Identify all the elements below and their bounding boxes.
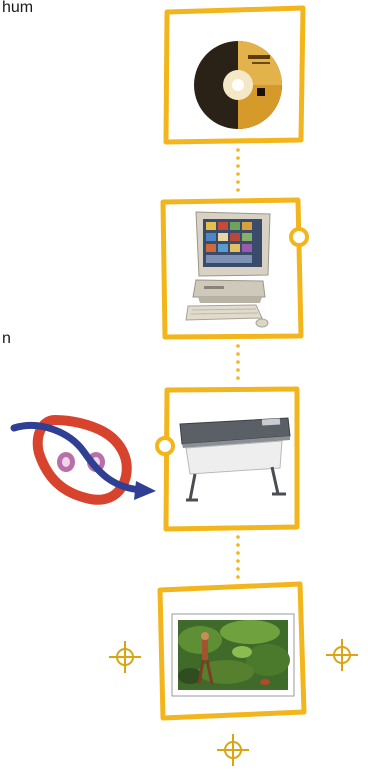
wide-format-printer-icon <box>180 418 290 500</box>
connector-3 <box>236 535 240 579</box>
registration-mark-icon <box>326 639 358 671</box>
color-swirl-logo-icon <box>14 420 156 500</box>
cd-disc-icon <box>194 41 282 129</box>
computer-monitor-icon <box>186 212 270 327</box>
connector-1 <box>236 148 240 192</box>
photo-print-icon <box>172 614 294 696</box>
registration-mark-icon <box>109 641 141 673</box>
registration-mark-icon <box>217 734 249 766</box>
connector-2 <box>236 344 240 380</box>
